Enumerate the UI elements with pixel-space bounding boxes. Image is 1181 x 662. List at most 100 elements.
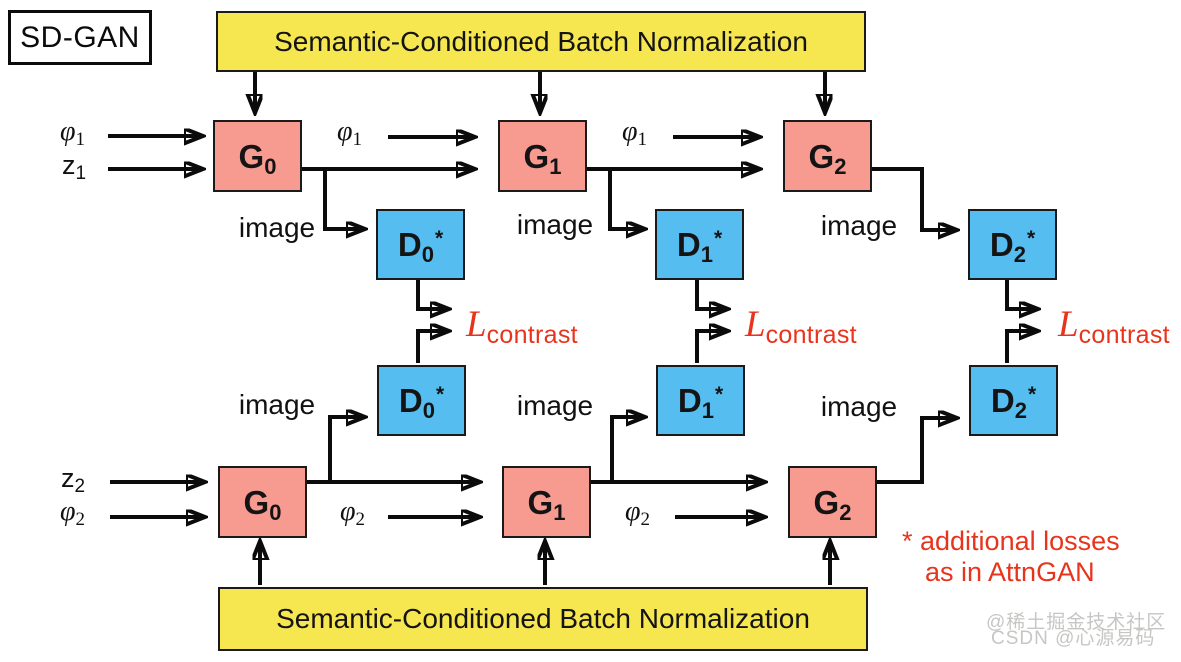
g2-bottom-label: G2 — [813, 483, 852, 524]
arrow-d1-top-to-loss — [695, 277, 727, 309]
g0-sub: 0 — [269, 499, 282, 525]
phi1-label-g0-g1: φ1 — [337, 116, 362, 150]
d1-base: D — [677, 382, 702, 419]
g1-top-label: G1 — [523, 137, 562, 178]
image-label-g2-top: image — [820, 210, 898, 241]
g2-sub: 2 — [839, 499, 852, 525]
image-label-g1-bottom: image — [516, 390, 594, 421]
input-z2-label: z2 — [61, 463, 85, 497]
diagram-title-box: SD-GAN — [8, 10, 152, 65]
g1-sub: 1 — [549, 153, 562, 179]
d2-star: * — [1027, 383, 1037, 406]
g0-base: G — [238, 137, 265, 175]
d2-base: D — [989, 226, 1014, 263]
z1-sub: 1 — [75, 163, 87, 184]
generator-g0-bottom: G0 — [218, 466, 307, 538]
phi-symbol: φ — [337, 116, 353, 147]
generator-g2-bottom: G2 — [788, 466, 877, 538]
arrow-d0-bottom-to-loss — [416, 331, 448, 363]
phi2-sub: 2 — [640, 509, 651, 530]
scbn-box-top: Semantic-Conditioned Batch Normalization — [216, 11, 866, 72]
scbn-bottom-label: Semantic-Conditioned Batch Normalization — [276, 603, 810, 634]
loss-L: L — [745, 304, 766, 345]
footnote-line1: * additional losses — [902, 526, 1120, 556]
g0-bottom-label: G0 — [243, 483, 282, 524]
discriminator-d1-top: D1* — [655, 209, 744, 280]
arrow-d0-top-to-loss — [416, 277, 448, 309]
d0-star: * — [434, 227, 444, 250]
phi1-sub: 1 — [75, 129, 86, 150]
phi-symbol: φ — [60, 116, 76, 147]
image-label-g2-bottom: image — [820, 391, 898, 422]
branch-g0-to-d0-top — [323, 169, 364, 229]
watermark-juejin: @稀土掘金技术社区 — [986, 612, 1167, 633]
attngan-footnote: * additional losses as in AttnGAN — [902, 526, 1120, 588]
g0-top-label: G0 — [238, 137, 277, 178]
d1-sub: 1 — [701, 398, 714, 423]
loss-contrast-1: Lcontrast — [745, 306, 857, 348]
g1-base: G — [523, 137, 550, 175]
d0-sub: 0 — [422, 398, 435, 423]
g2-base: G — [808, 137, 835, 175]
z2-sub: 2 — [74, 476, 86, 497]
loss-contrast-2: Lcontrast — [1058, 306, 1170, 348]
phi-symbol: φ — [60, 496, 76, 527]
phi-symbol: φ — [340, 496, 356, 527]
scbn-box-bottom: Semantic-Conditioned Batch Normalization — [218, 587, 868, 651]
d2-star: * — [1026, 227, 1036, 250]
d2-base: D — [990, 382, 1015, 419]
line-g2-to-d2-top — [868, 167, 956, 230]
z-symbol: z — [61, 463, 75, 493]
phi1-sub: 1 — [637, 129, 648, 150]
discriminator-d0-top: D0* — [376, 209, 465, 280]
branch-g0-to-d0-bottom — [328, 417, 364, 482]
g2-base: G — [813, 483, 840, 521]
g0-base: G — [243, 483, 270, 521]
image-label-g1-top: image — [516, 209, 594, 240]
branch-g1-to-d1-bottom — [610, 417, 644, 482]
z-symbol: z — [62, 150, 76, 180]
d1-top-label: D1* — [676, 226, 722, 266]
d1-base: D — [676, 226, 701, 263]
d2-bottom-label: D2* — [990, 382, 1037, 422]
g2-top-label: G2 — [808, 137, 847, 178]
phi1-label-g1-g2: φ1 — [622, 116, 647, 150]
d2-top-label: D2* — [989, 226, 1036, 266]
d1-sub: 1 — [700, 242, 713, 267]
d0-base: D — [398, 382, 423, 419]
arrow-d2-top-to-loss — [1005, 277, 1037, 309]
loss-sub: contrast — [1078, 321, 1170, 349]
loss-sub: contrast — [486, 321, 578, 349]
diagram-title: SD-GAN — [20, 20, 140, 54]
arrow-d2-bottom-to-loss — [1005, 331, 1037, 363]
watermark-csdn: CSDN @心源易码 — [991, 628, 1156, 649]
input-z1-label: z1 — [62, 150, 86, 184]
discriminator-d1-bottom: D1* — [656, 365, 745, 436]
loss-contrast-0: Lcontrast — [466, 306, 578, 348]
branch-g1-to-d1-top — [608, 169, 644, 229]
phi2-label-g0-g1: φ2 — [340, 496, 365, 530]
footnote-line2: as in AttnGAN — [925, 557, 1095, 587]
generator-g1-bottom: G1 — [502, 466, 591, 538]
input-phi2-label: φ2 — [60, 496, 85, 530]
g2-sub: 2 — [834, 153, 847, 179]
phi1-sub: 1 — [352, 129, 363, 150]
phi2-label-g1-g2: φ2 — [625, 498, 650, 530]
loss-L: L — [1058, 304, 1079, 345]
g1-bottom-label: G1 — [528, 486, 566, 524]
d1-star: * — [714, 383, 724, 406]
scbn-top-label: Semantic-Conditioned Batch Normalization — [274, 25, 808, 57]
line-g2-to-d2-bottom — [872, 418, 956, 484]
loss-L: L — [466, 304, 487, 345]
d0-base: D — [397, 226, 422, 263]
phi2-sub: 2 — [75, 509, 86, 530]
g1-sub: 1 — [553, 499, 566, 525]
image-label-g0-top: image — [238, 212, 316, 243]
d0-top-label: D0* — [397, 226, 444, 266]
discriminator-d2-top: D2* — [968, 209, 1057, 280]
discriminator-d2-bottom: D2* — [969, 365, 1058, 436]
phi-symbol: φ — [622, 116, 638, 147]
d2-sub: 2 — [1013, 242, 1026, 267]
